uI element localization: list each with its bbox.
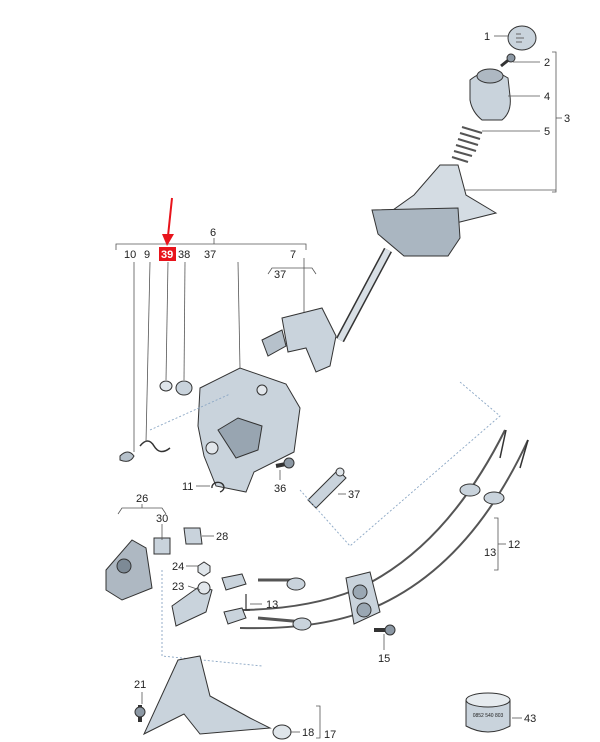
bolt-21	[134, 705, 146, 722]
clip-28	[183, 527, 203, 545]
callout-28: 28	[216, 531, 228, 543]
callout-12: 12	[508, 539, 520, 551]
callout-13-right: 13	[484, 547, 496, 559]
knob-screw	[500, 53, 516, 68]
selector-housing	[197, 367, 301, 493]
callout-15: 15	[378, 653, 390, 665]
cable-bracket-15	[345, 571, 381, 625]
callout-9: 9	[144, 249, 150, 261]
leader-lines	[115, 35, 562, 739]
callout-39: 39	[161, 249, 173, 261]
callout-6: 6	[210, 227, 216, 239]
callout-37-top: 37	[204, 249, 216, 261]
lever-23	[171, 581, 213, 627]
dash-guide-a	[149, 393, 231, 431]
callout-4: 4	[544, 91, 550, 103]
clip-10	[119, 451, 135, 462]
spring-9	[139, 440, 171, 453]
lever-bracket	[261, 307, 337, 373]
callout-7: 7	[290, 249, 296, 261]
grease-tin-43: 0852 540 803	[465, 692, 511, 733]
tin-label: 0852 540 803	[473, 713, 504, 719]
callout-43: 43	[524, 713, 536, 725]
highlighted-callout-39[interactable]: 39	[159, 247, 176, 261]
shift-knob-cap	[507, 25, 537, 51]
callout-37-cable: 37	[348, 489, 360, 501]
callout-18: 18	[302, 727, 314, 739]
bush-39	[159, 380, 173, 392]
callout-37-bracket: 37	[274, 269, 286, 281]
bolt-36	[275, 457, 295, 469]
nut-24	[197, 561, 211, 577]
pointer-arrow	[162, 197, 174, 246]
highlight-box	[159, 247, 176, 261]
callout-23: 23	[172, 581, 184, 593]
screw-15	[374, 624, 396, 636]
bush-38	[175, 380, 193, 396]
gaiter-spring	[451, 126, 483, 163]
shift-boot	[371, 164, 498, 257]
callout-17: 17	[324, 729, 336, 741]
callout-26: 26	[136, 493, 148, 505]
callout-21: 21	[134, 679, 146, 691]
callout-1: 1	[484, 31, 490, 43]
callout-5: 5	[544, 126, 550, 138]
shift-knob	[469, 68, 511, 121]
dash-guide-b	[299, 381, 501, 547]
cable-end-37	[307, 467, 347, 509]
callout-11: 11	[182, 481, 193, 493]
support-17	[142, 655, 272, 736]
callout-2: 2	[544, 57, 550, 69]
bracket-26	[105, 539, 153, 601]
callout-36: 36	[274, 483, 286, 495]
dash-guide-c	[161, 570, 263, 667]
circlip-11	[211, 481, 225, 493]
callout-38: 38	[178, 249, 190, 261]
callout-30: 30	[156, 513, 168, 525]
callout-13-lower: 13	[266, 599, 278, 611]
callout-3: 3	[564, 113, 570, 125]
gear-lever-rod	[336, 247, 392, 343]
callout-10: 10	[124, 249, 136, 261]
cable-ends-lower	[221, 573, 312, 631]
clip-30	[153, 537, 171, 555]
nut-18	[272, 724, 292, 740]
callout-24: 24	[172, 561, 184, 573]
